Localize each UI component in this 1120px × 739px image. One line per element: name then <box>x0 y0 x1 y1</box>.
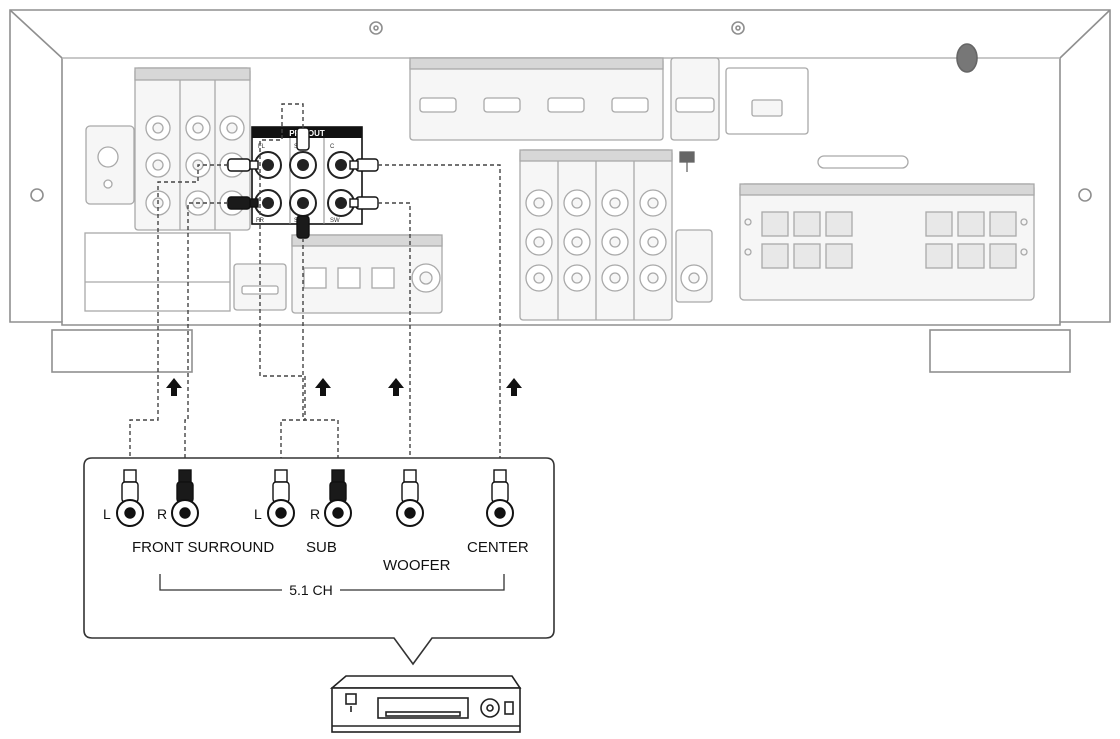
front-left-plug <box>116 469 144 527</box>
jack-fl <box>254 151 282 179</box>
front-right-plug <box>171 469 199 527</box>
woofer-plug <box>396 469 424 527</box>
inserted-plugs <box>227 127 379 239</box>
source-output-panel <box>83 457 555 666</box>
jack-fr <box>254 189 282 217</box>
dashed-cables <box>129 103 501 468</box>
source-connectors <box>116 469 514 527</box>
woofer-label: WOOFER <box>383 557 451 574</box>
receiver-detail <box>84 57 1035 321</box>
connector-letters: L R L R <box>103 506 320 522</box>
dvd-player-icon <box>329 675 522 733</box>
front-left-letter: L <box>103 506 111 522</box>
center-label: CENTER <box>467 539 529 556</box>
up-arrow-icon <box>166 378 182 396</box>
jack-label-fl: FL <box>258 144 266 150</box>
up-arrow-icon <box>388 378 404 396</box>
sub-label: SUB <box>306 539 337 556</box>
channel-labels: FRONT SURROUND SUB WOOFER CENTER <box>132 539 529 574</box>
front-right-letter: R <box>157 506 167 522</box>
channel-group-label: 5.1 CH <box>289 582 333 598</box>
jack-label-sw: SW <box>330 218 340 224</box>
jack-label-c: C <box>330 144 335 150</box>
jack-sl <box>289 151 317 179</box>
pre-out-jack-block: PRE OUT FL SL C FR SR SW <box>251 126 363 225</box>
jack-sr <box>289 189 317 217</box>
up-arrow-icon <box>315 378 331 396</box>
up-arrow-icon <box>506 378 522 396</box>
surround-right-plug <box>324 469 352 527</box>
sub-left-letter: L <box>254 506 262 522</box>
sub-right-letter: R <box>310 506 320 522</box>
surround-left-plug <box>267 469 295 527</box>
up-arrows <box>166 378 522 396</box>
center-plug <box>486 469 514 527</box>
channel-group-bracket: 5.1 CH <box>159 574 505 598</box>
front-surround-label: FRONT SURROUND <box>132 539 274 556</box>
